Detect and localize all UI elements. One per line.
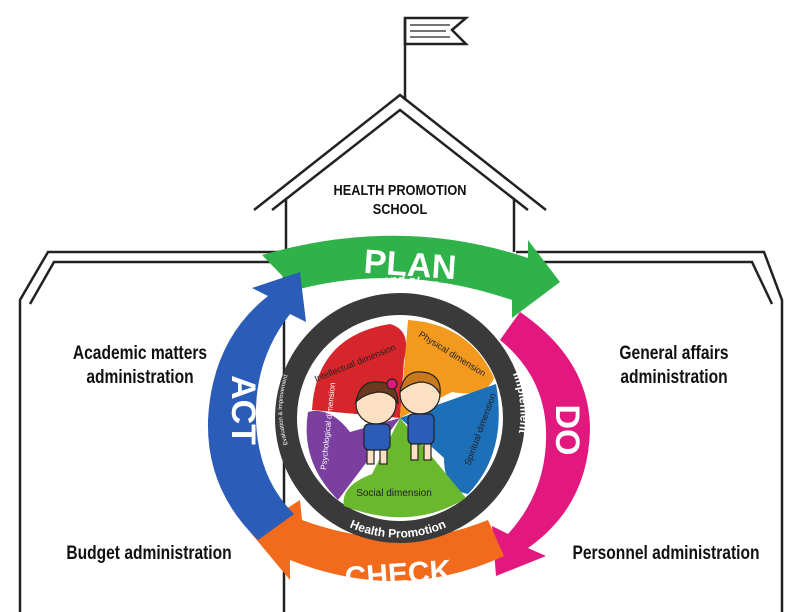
center-roof-outer	[253, 93, 547, 211]
school-title: HEALTH PROMOTION SCHOOL	[332, 182, 468, 220]
academic-label: Academic matters administration	[58, 342, 222, 390]
school-title-line1: HEALTH PROMOTION	[333, 182, 467, 199]
right-roof-inner	[516, 260, 774, 305]
children-illustration	[355, 371, 441, 465]
plan-label: PLAN	[363, 243, 458, 287]
do-arrow	[492, 312, 590, 576]
academic-line1: Academic matters	[72, 343, 208, 364]
social-label: Social dimension	[356, 488, 432, 499]
flag-icon	[403, 16, 470, 46]
school-title-line2: SCHOOL	[372, 200, 428, 218]
inner-ring	[275, 293, 525, 543]
plan-arrow	[262, 235, 560, 318]
personnel-label: Personnel administration	[572, 543, 760, 564]
general-line2: administration	[620, 366, 728, 388]
left-ring-text: Evaluation & improvement	[278, 374, 290, 446]
right-wing-outline	[516, 250, 784, 612]
academic-line2: administration	[86, 366, 194, 388]
social-petal	[343, 418, 466, 518]
budget-label: Budget administration	[66, 543, 232, 564]
act-label: ACT	[224, 375, 262, 445]
pdca-cycle	[207, 235, 590, 582]
do-label: DO	[548, 405, 586, 456]
left-roof-inner	[28, 260, 284, 305]
general-line1: General affairs	[619, 343, 729, 364]
center-walls	[284, 200, 516, 252]
check-label: CHECK	[344, 554, 453, 594]
center-roof-inner	[271, 108, 529, 211]
general-affairs-label: General affairs administration	[600, 342, 748, 390]
act-arrow	[207, 272, 306, 540]
